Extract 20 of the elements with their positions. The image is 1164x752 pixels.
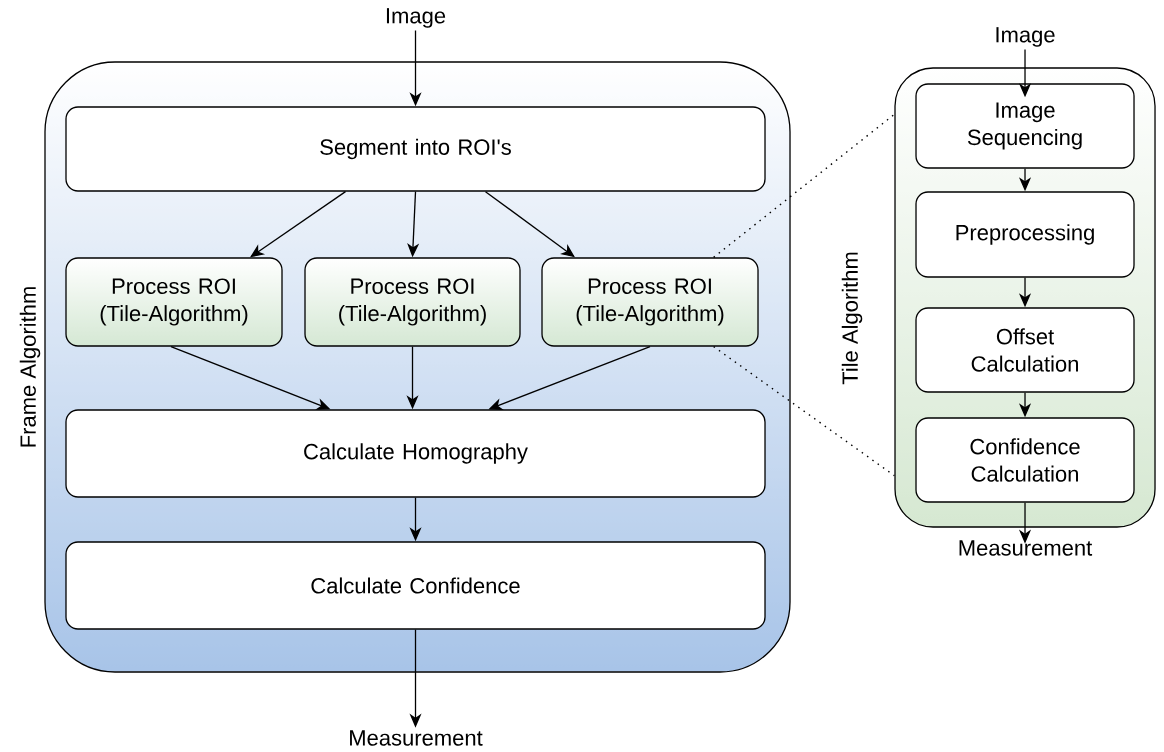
flow-label: Image bbox=[996, 27, 1055, 47]
flow-label: Measurement bbox=[350, 730, 483, 746]
process-box: Offset Calculation bbox=[915, 307, 1135, 393]
arrow bbox=[250, 191, 347, 258]
process-box: Confidence Calculation bbox=[915, 417, 1135, 503]
process-box: Calculate Homography bbox=[65, 409, 766, 498]
dotted-line bbox=[712, 345, 896, 477]
process-box: Process ROI (Tile-Algorithm) bbox=[65, 257, 283, 347]
flow-label: Measurement bbox=[959, 540, 1093, 556]
arrow bbox=[484, 191, 575, 258]
process-box: Image Sequencing bbox=[915, 83, 1135, 169]
side-label: Tile Algorithm bbox=[841, 252, 863, 385]
process-box: Process ROI (Tile-Algorithm) bbox=[304, 257, 521, 347]
flow-label: Image bbox=[386, 8, 446, 28]
process-box: Preprocessing bbox=[915, 191, 1135, 278]
process-box: Calculate Confidence bbox=[65, 541, 766, 630]
process-box: Process ROI (Tile-Algorithm) bbox=[541, 257, 759, 347]
process-box: Segment into ROI's bbox=[65, 106, 766, 192]
dotted-line bbox=[712, 113, 896, 259]
side-label: Frame Algorithm bbox=[19, 287, 41, 447]
